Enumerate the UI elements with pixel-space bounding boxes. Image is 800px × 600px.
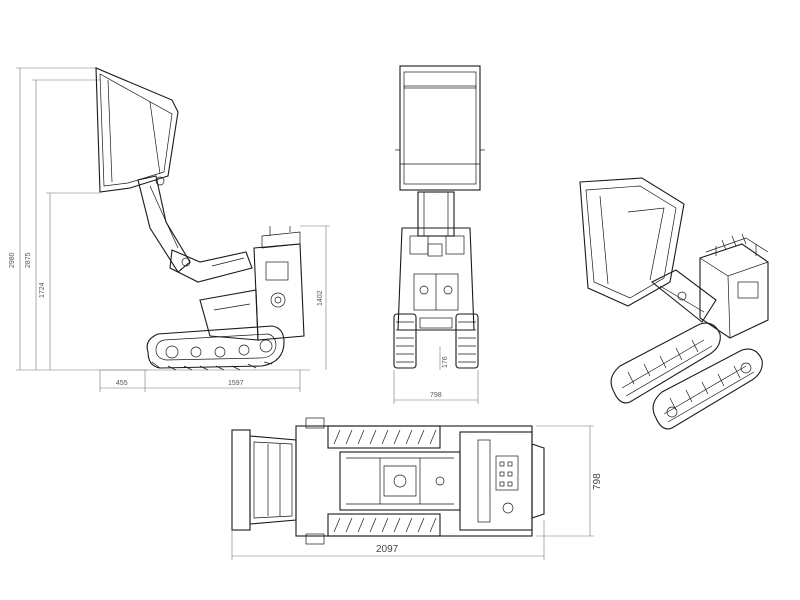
- side-track: [146, 325, 285, 371]
- top-view: 2097 798: [231, 417, 603, 560]
- dim-front-overhang: 455: [116, 380, 128, 387]
- front-view: 798 176: [393, 65, 485, 404]
- dim-bucket-height: 2875: [25, 252, 32, 268]
- iso-boom: [650, 269, 717, 323]
- dim-track-length: 1597: [228, 380, 244, 387]
- dim-top-width: 798: [592, 473, 603, 490]
- dim-ground-clearance: 176: [442, 356, 449, 368]
- side-bucket: [95, 67, 179, 193]
- dim-top-length: 2097: [376, 544, 399, 555]
- side-dimension-lines: [16, 67, 330, 392]
- side-body: [199, 226, 305, 341]
- side-view: 2980 2875 1724 1402 455 1597: [9, 67, 330, 392]
- top-bucket: [231, 429, 297, 531]
- dim-pivot-height: 1724: [39, 282, 46, 298]
- dim-body-height: 1402: [317, 290, 324, 306]
- front-mast: [417, 191, 455, 257]
- top-dimension-lines: [231, 425, 594, 560]
- top-control-platform: [459, 431, 545, 531]
- top-frame: [295, 417, 533, 545]
- front-bucket: [395, 65, 485, 191]
- isometric-view: [579, 177, 769, 430]
- iso-track-left: [610, 322, 721, 404]
- side-boom: [137, 175, 253, 283]
- iso-bucket: [579, 177, 685, 307]
- front-tracks: [393, 313, 479, 369]
- front-body: [397, 227, 475, 331]
- iso-body: [699, 233, 769, 339]
- top-track-lower: [327, 513, 441, 537]
- dim-total-height: 2980: [9, 252, 16, 268]
- top-track-upper: [327, 425, 441, 449]
- front-dimension-lines: [393, 346, 479, 404]
- dim-front-width: 798: [430, 392, 442, 399]
- iso-track-right: [652, 348, 763, 430]
